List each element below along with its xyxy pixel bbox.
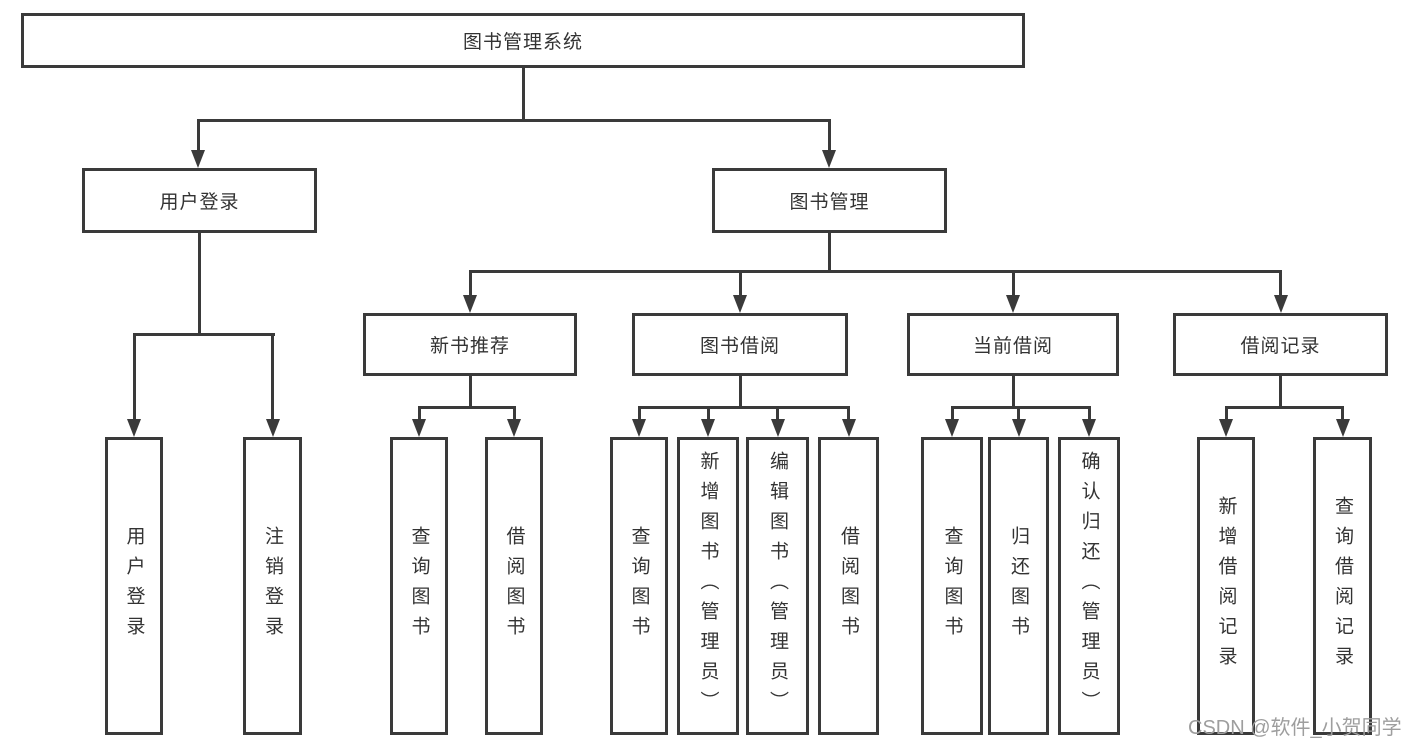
leaf-confirm-return-admin: 确认归还（管理员） [1058,437,1120,735]
leaf-query-books-recommend: 查询图书 [390,437,448,735]
connector-user-bar [132,333,275,336]
node-label: 当前借阅 [972,336,1053,357]
leaf-add-borrow-record: 新增借阅记录 [1197,437,1255,735]
connector-recommend-bar [417,406,516,409]
node-label: 确认归还（管理员） [1078,451,1100,721]
connector-stem [417,406,421,420]
node-label: 借阅记录 [1240,336,1321,357]
node-new-book-recommendation: 新书推荐 [363,313,577,376]
node-label: 借阅图书 [838,526,859,646]
arrowhead-icon [701,419,715,437]
node-user-login: 用户登录 [82,168,317,233]
arrowhead-icon [1006,295,1020,313]
arrowhead-icon [632,419,646,437]
arrowhead-icon [733,295,747,313]
leaf-logout: 注销登录 [243,437,302,735]
arrowhead-icon [770,419,785,437]
connector-stem [468,270,472,296]
connector-stem [827,119,831,152]
node-label: 查询图书 [941,526,963,646]
connector-stem [776,406,779,420]
connector-stem [1341,406,1344,420]
arrowhead-icon [945,419,959,437]
connector-stem [1224,406,1228,420]
leaf-query-borrow-record: 查询借阅记录 [1313,437,1372,735]
node-borrowing-records: 借阅记录 [1173,313,1388,376]
node-label: 查询借阅记录 [1332,496,1353,676]
connector-current-down [1011,376,1015,409]
node-label: 归还图书 [1008,526,1029,646]
arrowhead-icon [1011,419,1026,437]
connector-stem [1017,406,1020,420]
connector-records-bar [1224,406,1344,409]
arrowhead-icon [507,419,521,437]
leaf-borrow-books-recommend: 借阅图书 [485,437,543,735]
node-label: 借阅图书 [503,526,525,646]
leaf-user-login: 用户登录 [105,437,163,735]
connector-stem [1279,270,1282,296]
connector-stem [950,406,954,420]
node-label: 编辑图书（管理员） [767,451,788,721]
leaf-edit-books-admin: 编辑图书（管理员） [746,437,809,735]
arrowhead-icon [1219,419,1233,437]
arrowhead-icon [841,419,856,437]
connector-stem [738,270,742,296]
csdn-watermark: CSDN @软件_小贺同学 [1188,717,1402,739]
connector-stem [512,406,516,420]
node-label: 图书管理 [789,192,870,213]
connector-stem [706,406,710,420]
arrowhead-icon [463,295,477,313]
node-label: 注销登录 [262,526,283,646]
arrowhead-icon [265,419,280,437]
connector-root-down [521,66,525,122]
connector-stem [847,406,850,420]
connector-records-down [1279,376,1282,409]
connector-root-bar [196,119,831,122]
connector-borrowing-down [738,376,742,409]
connector-mgmt-bar [468,270,1282,273]
connector-recommend-down [468,376,472,409]
connector-stem [196,119,200,152]
connector-stem [1087,406,1091,420]
connector-stem [271,333,274,419]
node-label: 查询图书 [408,526,430,646]
arrowhead-icon [1082,419,1096,437]
node-current-borrowing: 当前借阅 [907,313,1119,376]
connector-stem [637,406,641,420]
connector-current-bar [950,406,1091,409]
node-label: 用户登录 [123,526,145,646]
node-book-borrowing: 图书借阅 [632,313,848,376]
node-label: 新增图书（管理员） [697,451,719,721]
connector-borrowing-bar [637,406,850,409]
node-label: 图书借阅 [699,336,780,357]
connector-stem [1011,270,1015,296]
connector-mgmt-down [828,233,831,273]
node-label: 图书管理系统 [462,32,583,53]
node-label: 新增借阅记录 [1215,496,1237,676]
arrowhead-icon [412,419,426,437]
arrowhead-icon [1273,295,1288,313]
node-label: 查询图书 [628,526,650,646]
leaf-query-books-borrowing: 查询图书 [610,437,668,735]
arrowhead-icon [1335,419,1350,437]
arrowhead-icon [191,150,205,168]
node-book-management: 图书管理 [712,168,947,233]
leaf-query-books-current: 查询图书 [921,437,983,735]
leaf-borrow-books-borrowing: 借阅图书 [818,437,879,735]
arrowhead-icon [127,419,141,437]
arrowhead-icon [822,150,836,168]
connector-stem [132,333,136,419]
node-library-management-system: 图书管理系统 [21,13,1025,68]
leaf-add-books-admin: 新增图书（管理员） [677,437,739,735]
leaf-return-books: 归还图书 [988,437,1049,735]
connector-user-down [198,233,201,336]
node-label: 用户登录 [159,192,240,213]
node-label: 新书推荐 [429,336,510,357]
